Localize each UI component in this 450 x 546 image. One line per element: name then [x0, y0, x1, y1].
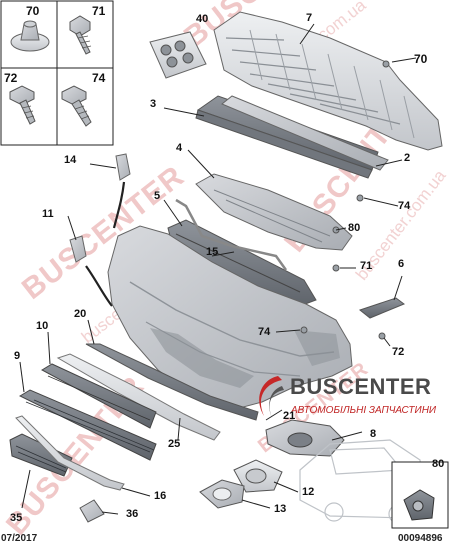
clip-11-icon — [69, 235, 87, 263]
part-number-74: 74 — [258, 326, 271, 338]
leader-lines — [19, 23, 417, 515]
part-number-40: 40 — [196, 13, 209, 25]
bumper-cover — [107, 225, 353, 411]
part-number-35: 35 — [10, 512, 23, 524]
screw-70-icon — [10, 20, 50, 52]
part-number-36: 36 — [126, 508, 139, 520]
part-number-70: 70 — [414, 52, 428, 66]
part-number-7: 7 — [306, 12, 313, 24]
part-number-13: 13 — [274, 503, 287, 515]
part-number-74: 74 — [398, 200, 411, 212]
fastener-grid — [0, 0, 114, 146]
bolt-74-icon — [61, 85, 92, 127]
part-number-9: 9 — [14, 350, 21, 362]
part-number-20: 20 — [74, 308, 87, 320]
grille-10 — [40, 363, 157, 429]
part-number-80: 80 — [432, 458, 445, 470]
part-number-11: 11 — [42, 208, 54, 220]
part-number-8: 8 — [370, 428, 377, 440]
cap-36-icon — [79, 499, 105, 523]
chrome-strip-16 — [15, 415, 125, 491]
bolt-71-icon — [69, 15, 92, 55]
part-number-71: 71 — [360, 260, 373, 272]
front-carrier-7 — [213, 11, 443, 151]
part-number-71: 71 — [92, 4, 106, 18]
part-number-74: 74 — [92, 71, 106, 85]
leader-11-curve — [85, 265, 113, 307]
part-number-5: 5 — [154, 190, 161, 202]
clip-14-icon — [115, 153, 131, 181]
clip-kit-40-icon — [149, 31, 207, 79]
part-number-2: 2 — [404, 152, 411, 164]
part-number-80: 80 — [348, 222, 361, 234]
logo-swoosh-icon — [259, 376, 284, 418]
fog-bezel-13 — [199, 479, 245, 509]
wiring-15 — [175, 198, 288, 271]
part-number-16: 16 — [154, 490, 167, 502]
fog-lamp-12 — [233, 459, 283, 493]
leader-14-curve — [112, 181, 126, 229]
part-number-21: 21 — [283, 410, 296, 422]
part-number-4: 4 — [176, 142, 183, 154]
part-number-15: 15 — [206, 246, 219, 258]
lower-absorber-4 — [195, 173, 353, 251]
crossbeam-2 — [221, 95, 389, 171]
bolt-72-icon — [9, 85, 36, 125]
trim-strip-20 — [85, 343, 259, 421]
part-number-10: 10 — [36, 320, 49, 332]
logo-name: BUSCENTER — [290, 374, 432, 399]
part-number-6: 6 — [398, 258, 405, 270]
inset-80-box — [391, 461, 449, 529]
impact-bar-3 — [195, 95, 379, 179]
part-number-70: 70 — [26, 4, 40, 18]
part-number-72: 72 — [4, 71, 18, 85]
footer-reference: 00094896 — [398, 533, 443, 544]
logo-tagline: АВТОМОБІЛЬНІ ЗАПЧАСТИНИ — [291, 405, 437, 416]
lamp-bracket-8 — [265, 419, 345, 457]
part-number-14: 14 — [64, 154, 77, 166]
part-number-12: 12 — [302, 486, 315, 498]
part-number-72: 72 — [392, 346, 405, 358]
part-number-3: 3 — [150, 98, 157, 110]
part-number-25: 25 — [168, 438, 181, 450]
footer-date: 07/2017 — [1, 533, 38, 544]
side-bracket-6 — [358, 297, 406, 319]
grille-9 — [18, 389, 157, 461]
buscenter-logo: BUSCENTER АВТОМОБІЛЬНІ ЗАПЧАСТИНИ — [258, 372, 438, 424]
